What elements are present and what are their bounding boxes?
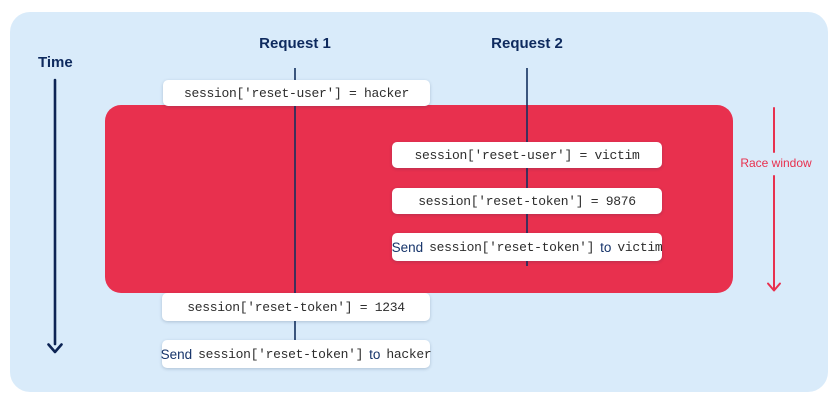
event-r1-set-token: session['reset-token'] = 1234 (162, 293, 430, 321)
code-text: session['reset-token'] (198, 346, 364, 362)
code-text: session['reset-token'] = 1234 (187, 299, 405, 315)
time-axis-arrow (47, 78, 63, 354)
race-condition-diagram-card: Time Request 1 Request 2 session['reset-… (10, 12, 828, 392)
to-label: to (600, 239, 612, 255)
send-label: Send (160, 346, 193, 362)
recipient-text: hacker (386, 346, 432, 362)
code-text: session['reset-user'] = hacker (183, 85, 410, 101)
race-window-label: Race window (740, 156, 812, 170)
request-1-label: Request 1 (259, 35, 331, 52)
time-axis-label: Time (38, 54, 73, 71)
event-r1-set-user: session['reset-user'] = hacker (163, 80, 430, 106)
event-r2-send-token: Send session['reset-token'] to victim (391, 233, 663, 261)
to-label: to (369, 346, 381, 362)
event-r2-set-token: session['reset-token'] = 9876 (392, 188, 662, 214)
request-2-label: Request 2 (491, 35, 563, 52)
code-text: session['reset-token'] = 9876 (418, 193, 636, 209)
event-r1-send-token: Send session['reset-token'] to hacker (160, 340, 432, 368)
race-window-arrow (767, 107, 781, 292)
code-text: session['reset-user'] = victim (414, 147, 640, 163)
recipient-text: victim (617, 239, 663, 255)
code-text: session['reset-token'] (429, 239, 595, 255)
arrow-down-icon (767, 282, 781, 292)
event-r2-set-user: session['reset-user'] = victim (392, 142, 662, 168)
arrow-down-icon (47, 343, 63, 354)
send-label: Send (391, 239, 424, 255)
